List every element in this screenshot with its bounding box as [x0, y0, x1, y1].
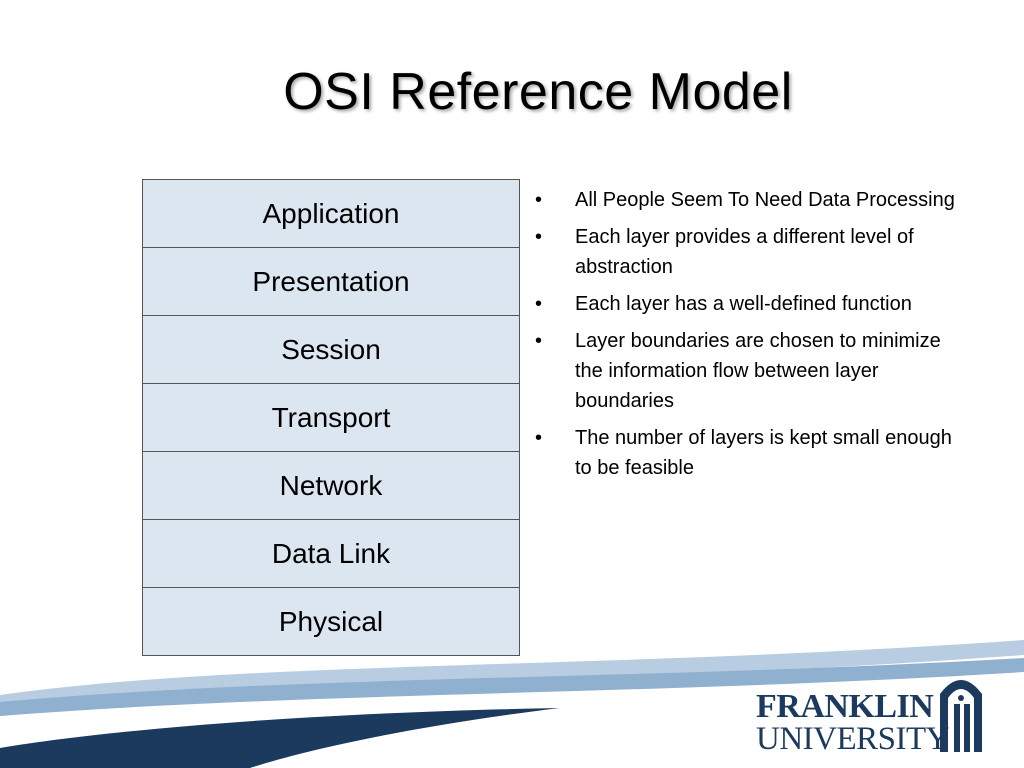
bullet-item: • Each layer provides a different level o… [535, 222, 955, 282]
footer-swoosh [0, 640, 1024, 768]
bullet-list: • All People Seem To Need Data Processing… [535, 185, 955, 490]
bullet-text: Each layer provides a different level of… [575, 226, 914, 278]
slide-title: OSI Reference Model [283, 63, 793, 121]
logo-text-university: UNIVERSITY [756, 721, 949, 757]
franklin-university-logo: FRANKLIN UNIVERSITY [756, 680, 992, 757]
bullet-text: Layer boundaries are chosen to minimize … [575, 330, 941, 412]
bullet-text: The number of layers is kept small enoug… [575, 427, 952, 479]
bullet-item: • Each layer has a well-defined function [535, 289, 955, 319]
logo-text-franklin: FRANKLIN [756, 688, 934, 725]
bullet-icon: • [535, 189, 543, 211]
layer-session: Session [143, 316, 519, 384]
layer-data-link: Data Link [143, 520, 519, 588]
layer-transport: Transport [143, 384, 519, 452]
bullet-icon: • [535, 226, 543, 248]
layer-network: Network [143, 452, 519, 520]
osi-layer-stack: Application Presentation Session Transpo… [142, 179, 520, 656]
bullet-icon: • [535, 293, 543, 315]
bullet-icon: • [535, 427, 543, 449]
bullet-text: All People Seem To Need Data Processing [575, 189, 955, 211]
layer-presentation: Presentation [143, 248, 519, 316]
bullet-icon: • [535, 330, 543, 352]
bullet-item: • Layer boundaries are chosen to minimize… [535, 326, 955, 416]
bullet-text: Each layer has a well-defined function [575, 293, 912, 315]
bullet-item: • The number of layers is kept small enou… [535, 423, 955, 483]
layer-application: Application [143, 180, 519, 248]
layer-physical: Physical [143, 588, 519, 656]
bullet-item: • All People Seem To Need Data Processing [535, 185, 955, 215]
logo-building-icon [940, 680, 982, 752]
